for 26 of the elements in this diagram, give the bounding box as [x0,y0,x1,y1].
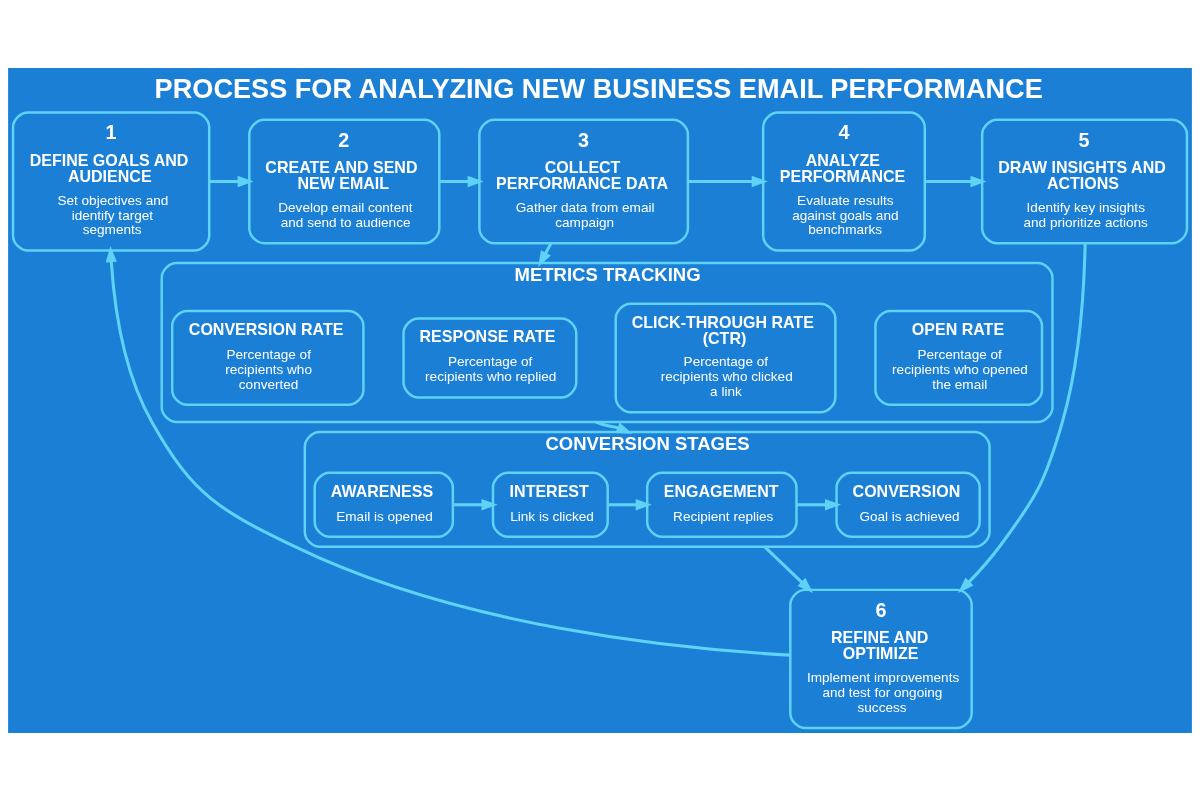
arrow [453,498,498,510]
node-box: ENGAGEMENT Recipient replies [645,470,798,538]
node-box: RESPONSE RATE Percentage of recipients who replied [402,316,578,399]
arrow [607,498,652,510]
node-box: AWARENESS Email is opened [313,470,455,538]
arrow [796,498,842,510]
arrow [595,420,633,434]
arrow [439,175,484,187]
arrow [763,545,814,593]
arrow [105,245,791,657]
node-box: CONVERSION RATE Percentage of recipients who converted [170,309,365,406]
node-box: 1 DEFINE GOALS AND AUDIENCE Set objectives and identify target segments [11,110,211,252]
node-box: 6 REFINE AND OPTIMIZE Implement improvements and test for ongoing success [789,588,973,729]
arrow [924,175,987,187]
node-box: 5 DRAW INSIGHTS AND ACTIONS Identify key insights and prioritize actions [980,118,1189,244]
node-box: OPEN RATE Percentage of recipients who opened the email [874,309,1044,406]
node-box: CONVERSION Goal is achieved [835,470,981,538]
arrow [209,175,254,187]
node-box: 2 CREATE AND SEND NEW EMAIL Develop email content and send to audience [248,118,441,244]
arrow [688,175,768,187]
node-box: INTEREST Link is clicked [491,470,609,538]
arrow [958,242,1087,593]
node-box: 4 ANALYZE PERFORMANCE Evaluate results against goals and benchmarks [761,110,927,252]
node-box: 3 COLLECT PERFORMANCE DATA Gather data from email campaign [478,118,690,244]
diagram-title: PROCESS FOR ANALYZING NEW BUSINESS EMAIL PERFORMANCE [154,72,1043,104]
node-box: CLICK-THROUGH RATE (CTR) Percentage of recipients who clicked a link [614,301,837,413]
